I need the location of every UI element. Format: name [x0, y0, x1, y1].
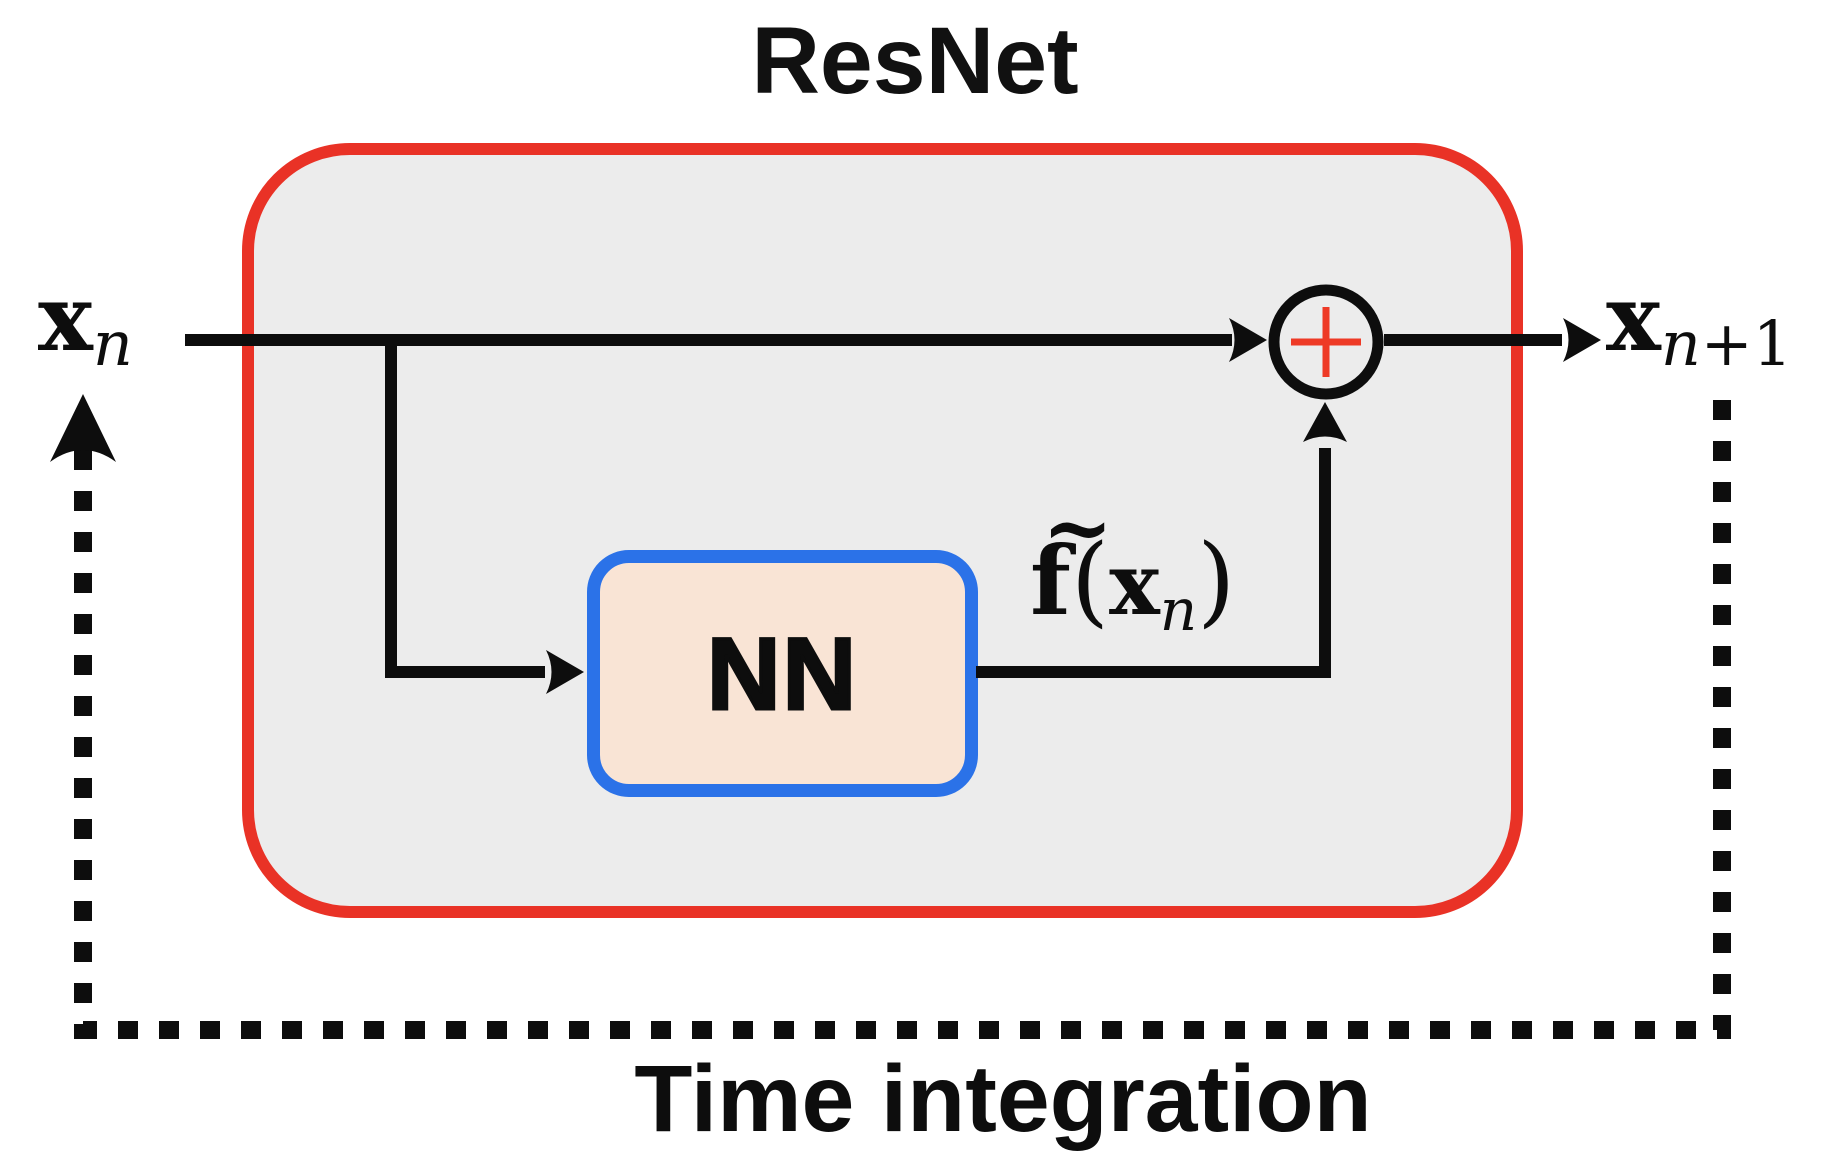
- output-label-xn1: xn+1: [1606, 272, 1792, 375]
- tilde-accent: ~: [1042, 478, 1114, 578]
- fxn-f: f: [1030, 526, 1071, 637]
- output-label-subscript-plus1: +1: [1700, 307, 1793, 380]
- nn-box-label: NN: [705, 616, 859, 731]
- output-label-subscript-n: n: [1660, 307, 1701, 380]
- input-label-subscript: n: [92, 307, 133, 380]
- fxn-close-paren: ): [1197, 524, 1236, 638]
- output-arrowhead-icon: [1563, 318, 1601, 362]
- output-label-base: x: [1606, 264, 1661, 372]
- diagram-title: ResNet: [751, 8, 1079, 114]
- feedback-arrowhead-icon: [50, 394, 116, 462]
- input-label-base: x: [38, 264, 93, 372]
- fxn-arg: x: [1109, 535, 1160, 635]
- fxn-open-paren: (: [1070, 524, 1110, 638]
- resnet-block-outline: [242, 143, 1523, 918]
- nn-box: NN: [587, 550, 978, 797]
- nn-output-label-fxn: ~f(xn): [1030, 486, 1235, 640]
- fxn-subscript: n: [1159, 576, 1198, 644]
- input-label-xn: xn: [38, 272, 133, 375]
- feedback-caption: Time integration: [634, 1046, 1372, 1152]
